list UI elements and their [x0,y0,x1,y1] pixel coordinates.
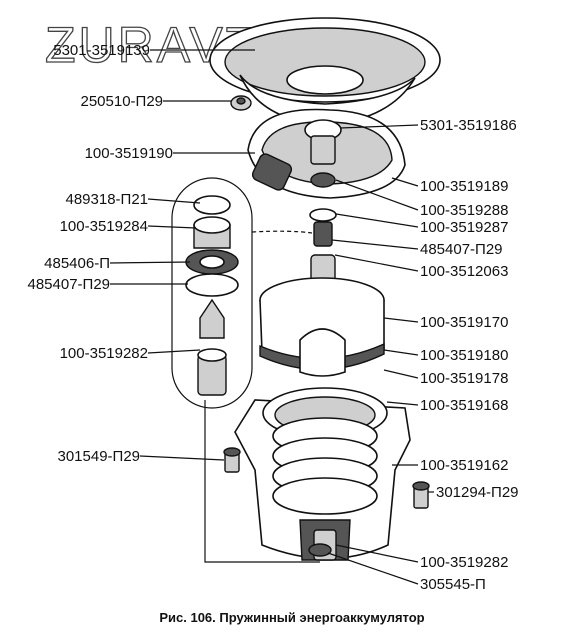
label-250510-p29: 250510-П29 [80,93,163,110]
left-labels: 5301-3519139 250510-П29 100-3519190 4893… [27,42,173,465]
label-301549-p29: 301549-П29 [57,448,140,465]
label-485406-p: 485406-П [44,255,110,272]
label-5301-3519139: 5301-3519139 [53,42,150,59]
right-labels: 5301-3519186 100-3519189 100-3519288 100… [420,117,519,593]
bolt-301294 [412,481,430,509]
bolt-301549 [223,447,241,473]
label-100-3519170: 100-3519170 [420,314,508,331]
label-100-3519178: 100-3519178 [420,370,508,387]
label-489318-p21: 489318-П21 [65,191,148,208]
label-100-3519168: 100-3519168 [420,397,508,414]
label-100-3519288: 100-3519288 [420,202,508,219]
label-100-3519287: 100-3519287 [420,219,508,236]
figure-caption: Рис. 106. Пружинный энергоаккумулятор [159,610,424,625]
label-100-3519190: 100-3519190 [85,145,173,162]
label-100-3519282-left: 100-3519282 [60,345,148,362]
label-485407-p29-right: 485407-П29 [420,241,503,258]
label-305545-p: 305545-П [420,576,486,593]
label-485407-p29-left: 485407-П29 [27,276,110,293]
label-100-3519282-right: 100-3519282 [420,554,508,571]
spring-housing [234,387,411,561]
piston-assembly [259,277,385,377]
label-5301-3519186: 5301-3519186 [420,117,517,134]
label-100-3519284: 100-3519284 [60,218,148,235]
label-100-3519180: 100-3519180 [420,347,508,364]
label-301294-p29: 301294-П29 [436,484,519,501]
parts-illustration [171,17,441,563]
nut-part [230,95,252,111]
nut-305545 [308,543,332,557]
label-100-3519162: 100-3519162 [420,457,508,474]
leader-lines [109,49,434,585]
release-bolt-group [171,177,320,563]
label-100-3512063: 100-3512063 [420,263,508,280]
label-100-3519189: 100-3519189 [420,178,508,195]
diaphragm-cup [209,17,441,126]
